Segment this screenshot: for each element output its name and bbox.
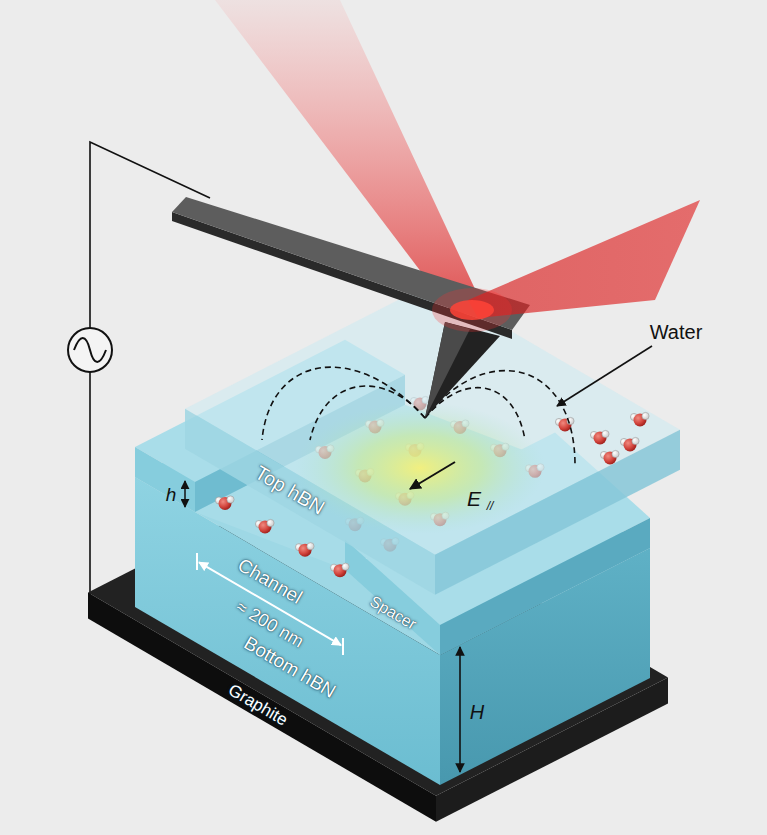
field-subscript: //: [487, 500, 494, 512]
ac-source-symbol: [68, 328, 112, 372]
field-line: [262, 367, 425, 440]
field-lines: [262, 367, 575, 465]
water-molecules: [555, 412, 649, 464]
laser-halo: [432, 288, 512, 332]
h-dimension-arrow: [184, 481, 186, 507]
top-hbn-top: [185, 284, 680, 555]
dimension-tick: [196, 553, 198, 570]
H-dimension-arrow: [459, 647, 461, 772]
sine-symbol: [74, 338, 106, 362]
layer-label: Top hBN: [252, 462, 328, 518]
callout-label: Water: [650, 322, 703, 342]
field-glow: [295, 402, 545, 534]
field-line: [310, 386, 425, 440]
dimension-label: h: [166, 485, 177, 504]
dimension-tick: [342, 638, 344, 655]
layer-label: Graphite: [226, 681, 291, 729]
wire: [89, 372, 91, 600]
field-arrow: [410, 462, 455, 489]
afm-tip: [425, 322, 500, 418]
cantilever-side: [172, 212, 512, 339]
wire: [90, 142, 210, 328]
spacer-front: [135, 447, 195, 512]
field-symbol: E: [467, 488, 481, 509]
afm-tip-face: [425, 322, 470, 418]
dimension-label: H: [470, 702, 484, 722]
layer-label: Spacer: [367, 593, 419, 632]
top-hbn-layer: [185, 284, 680, 595]
afm-cantilever: [172, 197, 530, 418]
leader-arrow: [557, 346, 652, 406]
